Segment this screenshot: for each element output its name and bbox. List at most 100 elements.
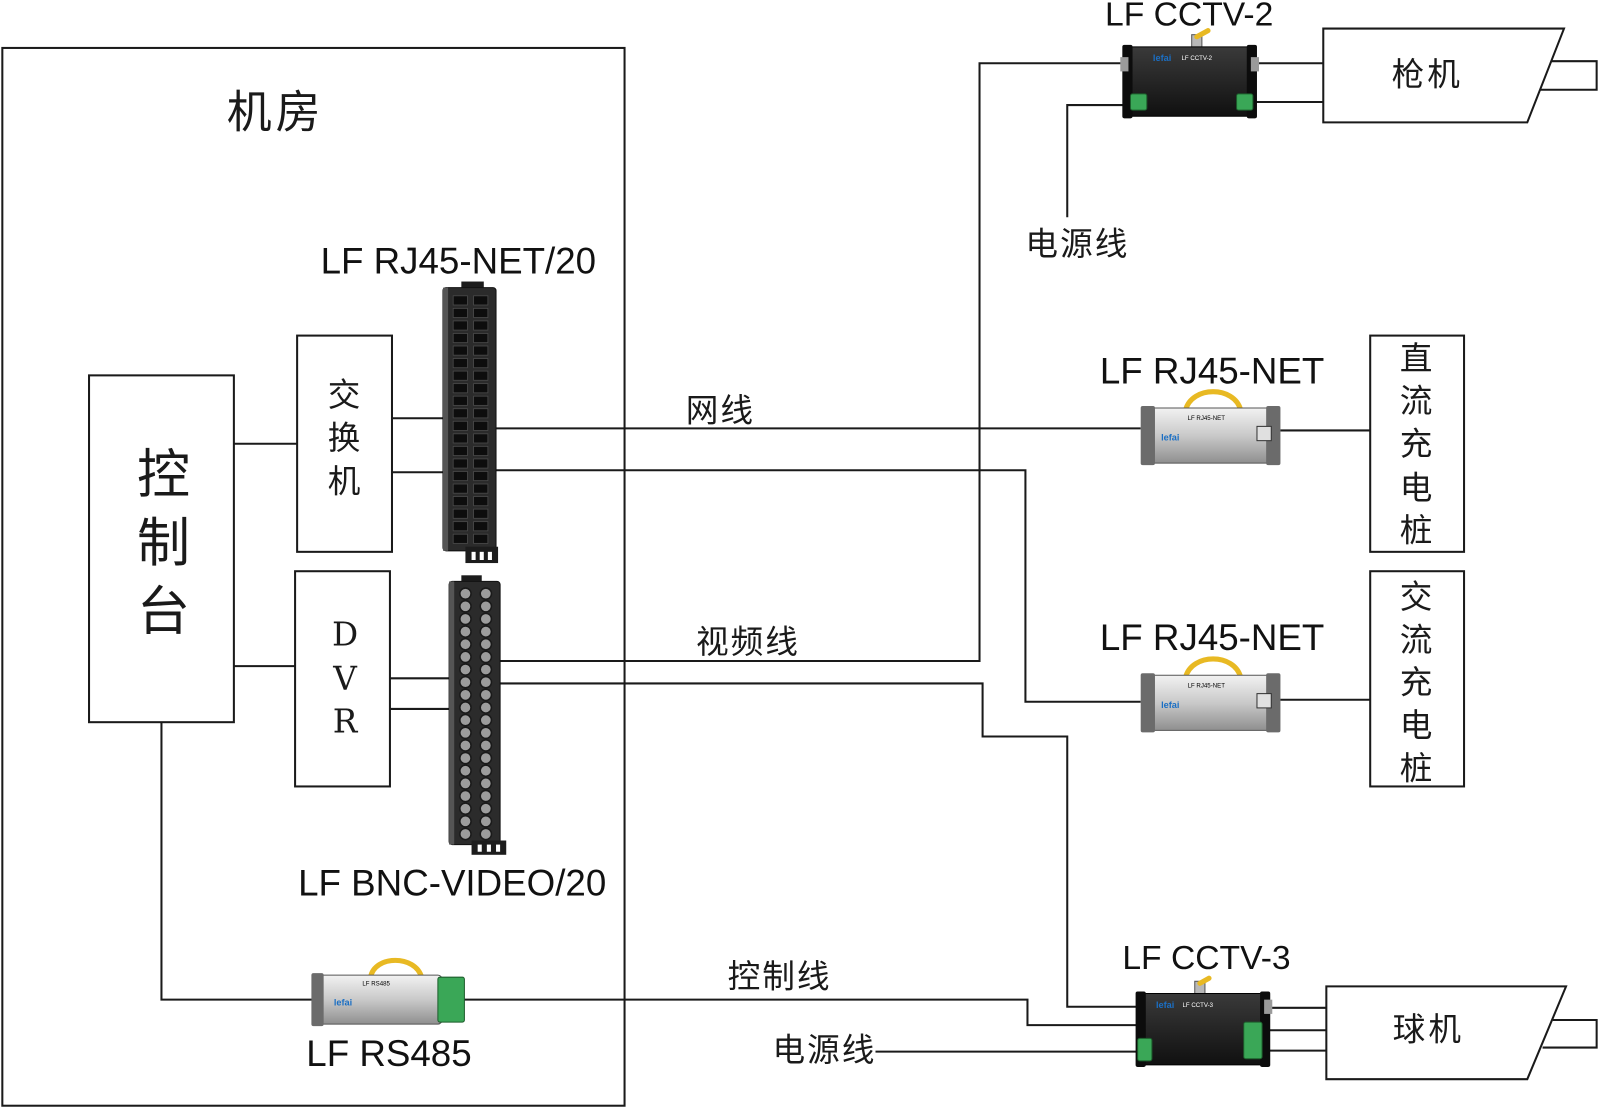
cctv2-ground-cable (1194, 28, 1211, 40)
rj45-port (452, 333, 468, 344)
bnc-port (459, 587, 472, 601)
ac-pile-char: 电 (1400, 706, 1433, 744)
cctv2-label: LF CCTV-2 (1105, 0, 1273, 34)
bnc-port (459, 713, 472, 727)
wires (160, 62, 1371, 1053)
rj45-port (452, 433, 468, 444)
bnc-port (459, 650, 472, 664)
rs485-left-cap (311, 973, 324, 1027)
bnc-port (479, 637, 493, 651)
rj45-panel-edge (442, 287, 449, 551)
cctv3-video-connector-right (1264, 999, 1273, 1014)
rj45-port (473, 370, 489, 381)
rj45-dc-protector: lefai LF RJ45-NET (1140, 389, 1281, 466)
rj45-port (473, 521, 489, 532)
bnc-port (459, 701, 472, 714)
cctv3-label: LF CCTV-3 (1122, 940, 1290, 977)
rj45-dc-ground-cable (1183, 389, 1244, 413)
switch-char: 机 (328, 463, 361, 501)
bnc-port (459, 751, 472, 765)
bnc-panel-hole (486, 844, 491, 852)
bnc-port (459, 675, 472, 689)
rj45-ac-port-icon (1256, 693, 1272, 709)
rj45-port (473, 295, 489, 306)
rj45-port (473, 408, 489, 419)
ac-pile-char: 流 (1400, 621, 1433, 659)
rj45-port (452, 408, 468, 419)
cctv2-terminal-right (1236, 93, 1254, 111)
dc-charging-pile: 直 流 充 电 桩 (1369, 334, 1466, 553)
dvr-char: V (332, 660, 358, 698)
switch-char: 换 (328, 419, 361, 457)
switch-char: 交 (328, 376, 361, 414)
cctv3-terminal-right (1243, 1021, 1263, 1060)
rj45-port (452, 471, 468, 482)
rj45-port (452, 496, 468, 507)
dome-camera-label: 球机 (1393, 1010, 1464, 1048)
rj45-panel-hole (471, 551, 476, 560)
bnc-port (459, 789, 472, 803)
bnc-port (459, 688, 472, 702)
cctv3-terminal-left (1137, 1037, 1153, 1062)
rj45-ac-left-cap (1140, 673, 1155, 733)
dc-pile-char: 桩 (1400, 512, 1433, 550)
power-wire-top (1066, 104, 1125, 218)
rj45-dc-right-cap (1266, 405, 1281, 466)
machine-room-title: 机房 (227, 86, 325, 139)
bnc-port (459, 612, 472, 626)
rj45-ac-label: LF RJ45-NET (1100, 617, 1324, 658)
bnc-port (459, 599, 472, 613)
cctv2-protector: lefai LF CCTV-2 (1120, 28, 1260, 119)
dome-camera-body (1325, 985, 1568, 1081)
rs485-protector: lefai LF RS485 (311, 957, 465, 1027)
bnc-port (479, 599, 493, 613)
bnc-port (479, 814, 493, 828)
bnc-port (479, 751, 493, 765)
rj45-port (473, 508, 489, 519)
gun-camera-label: 枪机 (1392, 56, 1463, 94)
dc-charging-pile-box (1369, 334, 1466, 553)
bnc-port (459, 764, 472, 778)
bnc-port (479, 587, 493, 601)
bnc-panel-label: LF BNC-VIDEO/20 (298, 863, 606, 904)
bnc-port (459, 663, 472, 676)
rj45-port (452, 521, 468, 532)
rj45-panel-hole (479, 551, 484, 560)
rj45-port (473, 496, 489, 507)
rj45-port (452, 420, 468, 431)
cctv3-ground-cable (1197, 975, 1212, 986)
rj45-ac-right-cap (1266, 673, 1281, 733)
ac-charging-pile: 交 流 充 电 桩 (1369, 570, 1466, 788)
rj45-port (452, 445, 468, 456)
control-console-box (88, 374, 235, 724)
bnc-port (479, 764, 493, 778)
control-console-char: 台 (137, 580, 190, 642)
ac-pile-char: 桩 (1400, 749, 1433, 787)
rj45-port (473, 358, 489, 369)
dvr-char: R (333, 702, 359, 740)
rj45-ac-ground-cable (1183, 656, 1244, 680)
control-wire (464, 998, 1138, 1027)
video-cable-label: 视频线 (696, 623, 800, 661)
rj45-panel-hole (487, 551, 492, 560)
video-wire-dome-camera (498, 682, 1138, 1008)
video-wire-gun-camera (498, 62, 1125, 663)
bnc-port (479, 650, 493, 664)
rj45-port (452, 483, 468, 494)
rj45-port (452, 383, 468, 394)
console-to-rs485-wire (160, 722, 315, 1001)
bnc-panel-hole (477, 844, 482, 852)
rj45-ac-brand-text: lefai (1161, 700, 1179, 710)
bnc-port (479, 701, 493, 714)
rj45-port (452, 307, 468, 318)
rj45-rack-panel (442, 281, 499, 564)
rj45-port (473, 307, 489, 318)
rj45-dc-label: LF RJ45-NET (1100, 351, 1324, 392)
rj45-dc-port-icon (1256, 425, 1272, 442)
bnc-port (479, 612, 493, 626)
bnc-port (459, 802, 472, 816)
rj45-port (452, 370, 468, 381)
power-cable-label-top: 电源线 (1025, 225, 1129, 263)
bnc-panel-edge (449, 581, 455, 845)
bnc-port (459, 777, 472, 790)
